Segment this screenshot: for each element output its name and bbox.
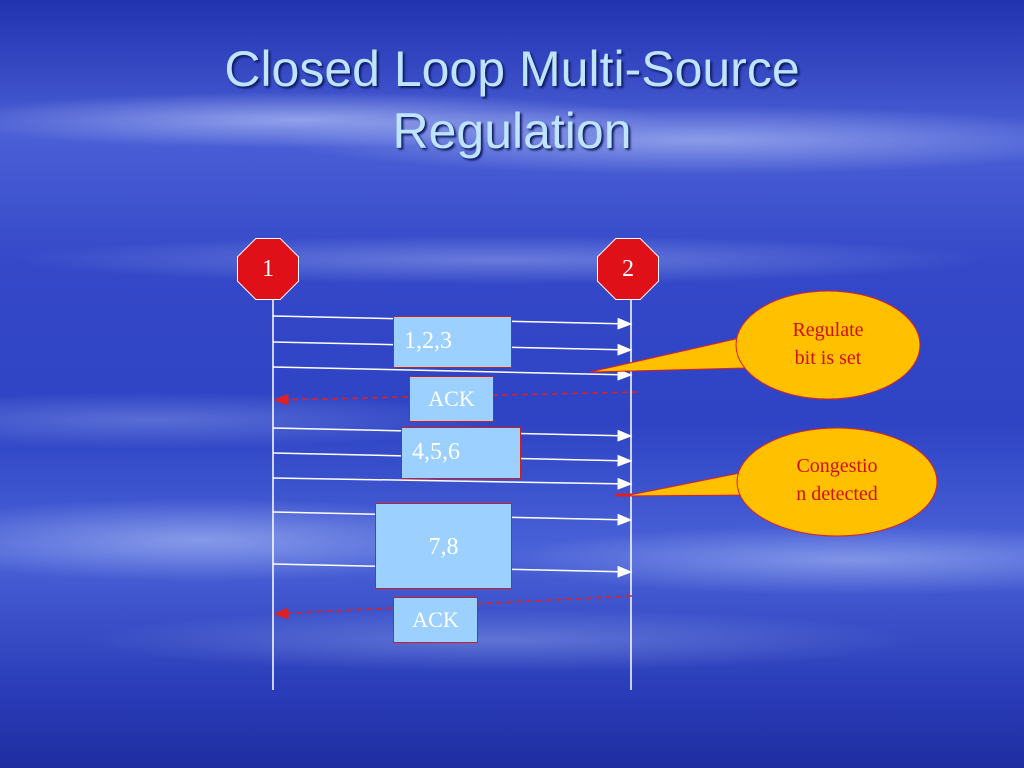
packet-box-1-2-3: 1,2,3 [393,316,512,368]
callout-bubble-regulate [735,290,921,400]
ack-label-2: ACK [412,607,459,632]
node-2: 2 [598,239,658,299]
packet-box-7-8: 7,8 [375,503,512,589]
packet-label-1-2-3: 1,2,3 [404,328,452,354]
slide-title: Closed Loop Multi-Source Regulation [0,38,1024,162]
packet-label-7-8: 7,8 [428,534,459,560]
callout-regulate-line-2: bit is set [794,347,862,369]
callout-tail-regulate [589,337,746,373]
title-line-1: Closed Loop Multi-Source [224,41,800,97]
ack-box-1: ACK [409,376,494,422]
node-1: 1 [238,239,298,299]
callout-regulate-line-1: Regulate [792,319,864,341]
packet-arrow-6 [272,477,633,490]
callout-congestion-line-1: Congestio [796,455,878,477]
packet-arrow-3 [272,366,633,381]
ack-box-2: ACK [393,597,478,643]
callout-tail-congestion [624,471,751,497]
node-2-label: 2 [622,255,634,282]
ack-label-1: ACK [428,386,475,411]
callout-congestion-text: Congestio n detected [757,452,917,508]
node-1-label: 1 [262,255,274,282]
title-line-2: Regulation [392,103,632,159]
packet-label-4-5-6: 4,5,6 [412,439,460,465]
callout-regulate-text: Regulate bit is set [748,316,908,372]
callout-congestion-line-2: n detected [796,483,878,505]
callout-bubble-congestion [736,427,938,537]
packet-box-4-5-6: 4,5,6 [401,427,521,479]
